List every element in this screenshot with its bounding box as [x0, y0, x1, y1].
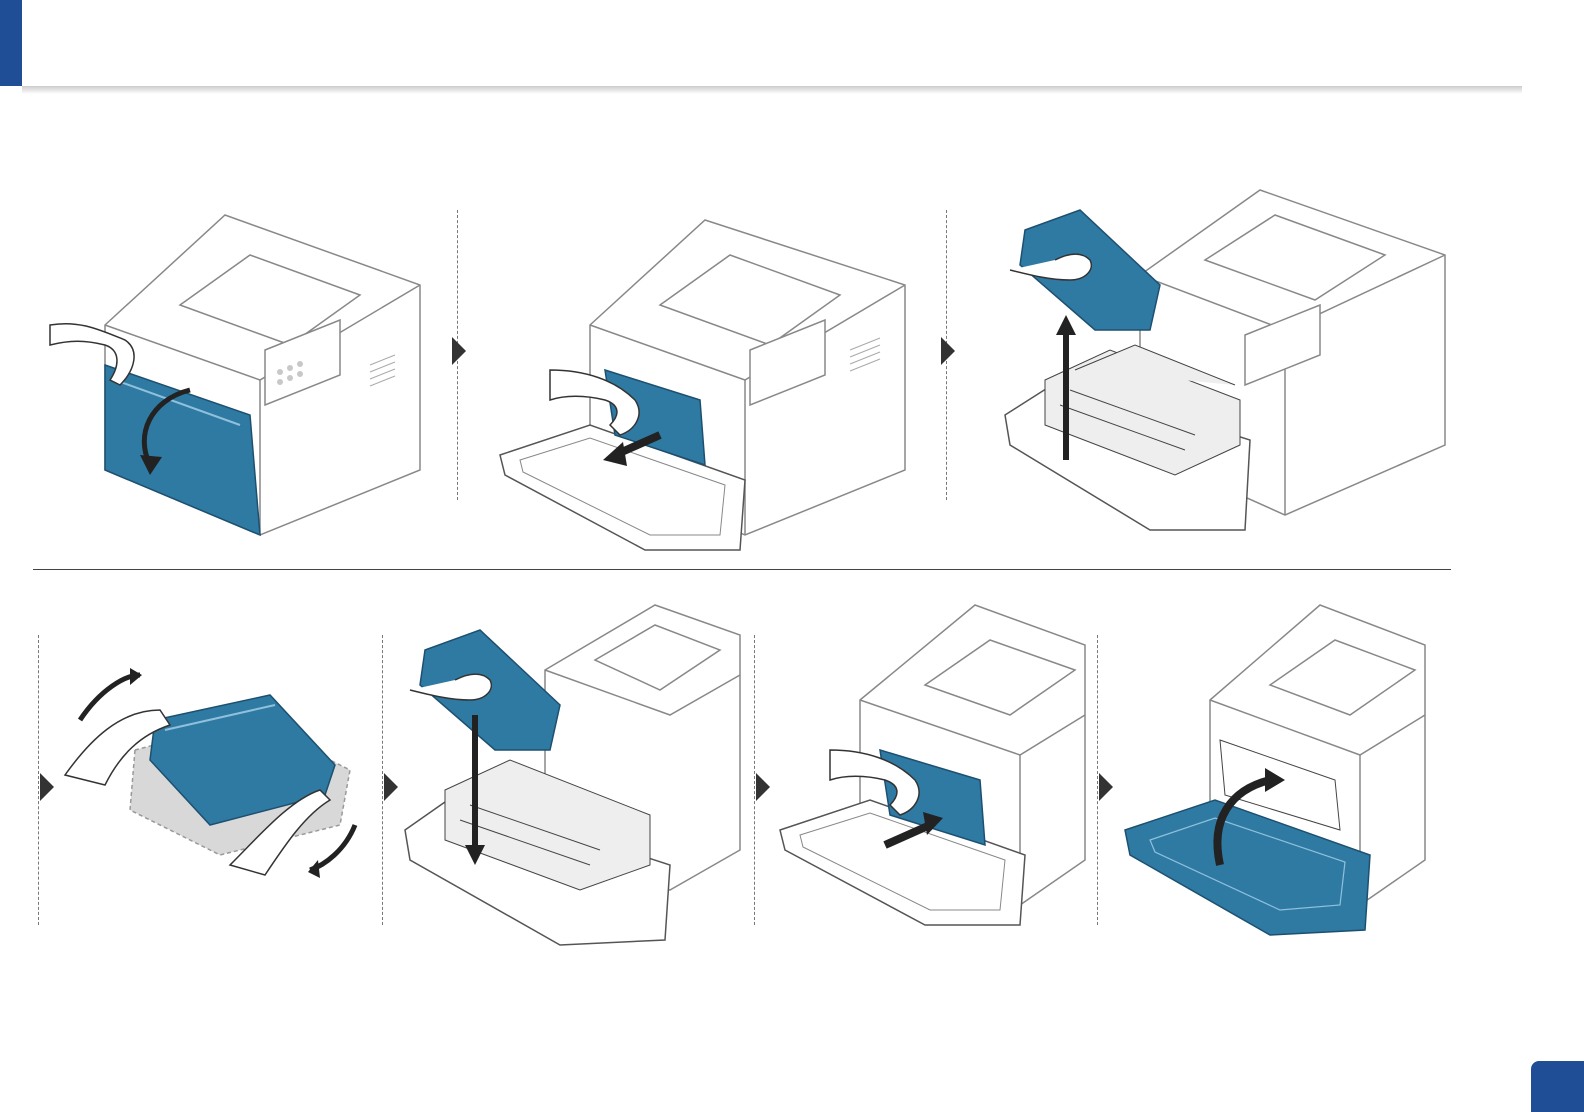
divider-vertical	[382, 635, 383, 925]
step-arrow-icon	[1099, 773, 1113, 801]
step-1-open-front-cover	[40, 200, 440, 545]
step-arrow-icon	[941, 337, 955, 365]
step-5-insert-new-toner-cartridge	[400, 600, 745, 950]
step-6-push-in-imaging-unit	[775, 600, 1090, 940]
step-arrow-icon	[452, 337, 466, 365]
printer-close-cover-icon	[1120, 600, 1430, 945]
header-rule	[22, 86, 1522, 94]
header-accent-bar	[0, 0, 22, 86]
page-number-badge	[1531, 1061, 1584, 1112]
step-arrow-icon	[756, 773, 770, 801]
printer-open-cover-icon	[40, 200, 440, 545]
toner-insert-icon	[400, 600, 745, 950]
step-2-pull-out-imaging-unit	[495, 210, 915, 560]
row-divider	[33, 569, 1451, 570]
step-4-shake-toner-cartridge	[60, 660, 370, 890]
divider-vertical	[1097, 635, 1098, 925]
printer-push-drawer-icon	[775, 600, 1090, 940]
step-arrow-icon	[384, 773, 398, 801]
step-arrow-icon	[40, 773, 54, 801]
toner-lift-out-icon	[1000, 185, 1450, 545]
divider-vertical	[38, 635, 39, 925]
toner-shake-icon	[60, 660, 370, 890]
step-7-close-front-cover	[1120, 600, 1430, 945]
divider-vertical	[754, 635, 755, 925]
step-3-remove-toner-cartridge	[1000, 185, 1450, 545]
printer-pull-drawer-icon	[495, 210, 915, 560]
